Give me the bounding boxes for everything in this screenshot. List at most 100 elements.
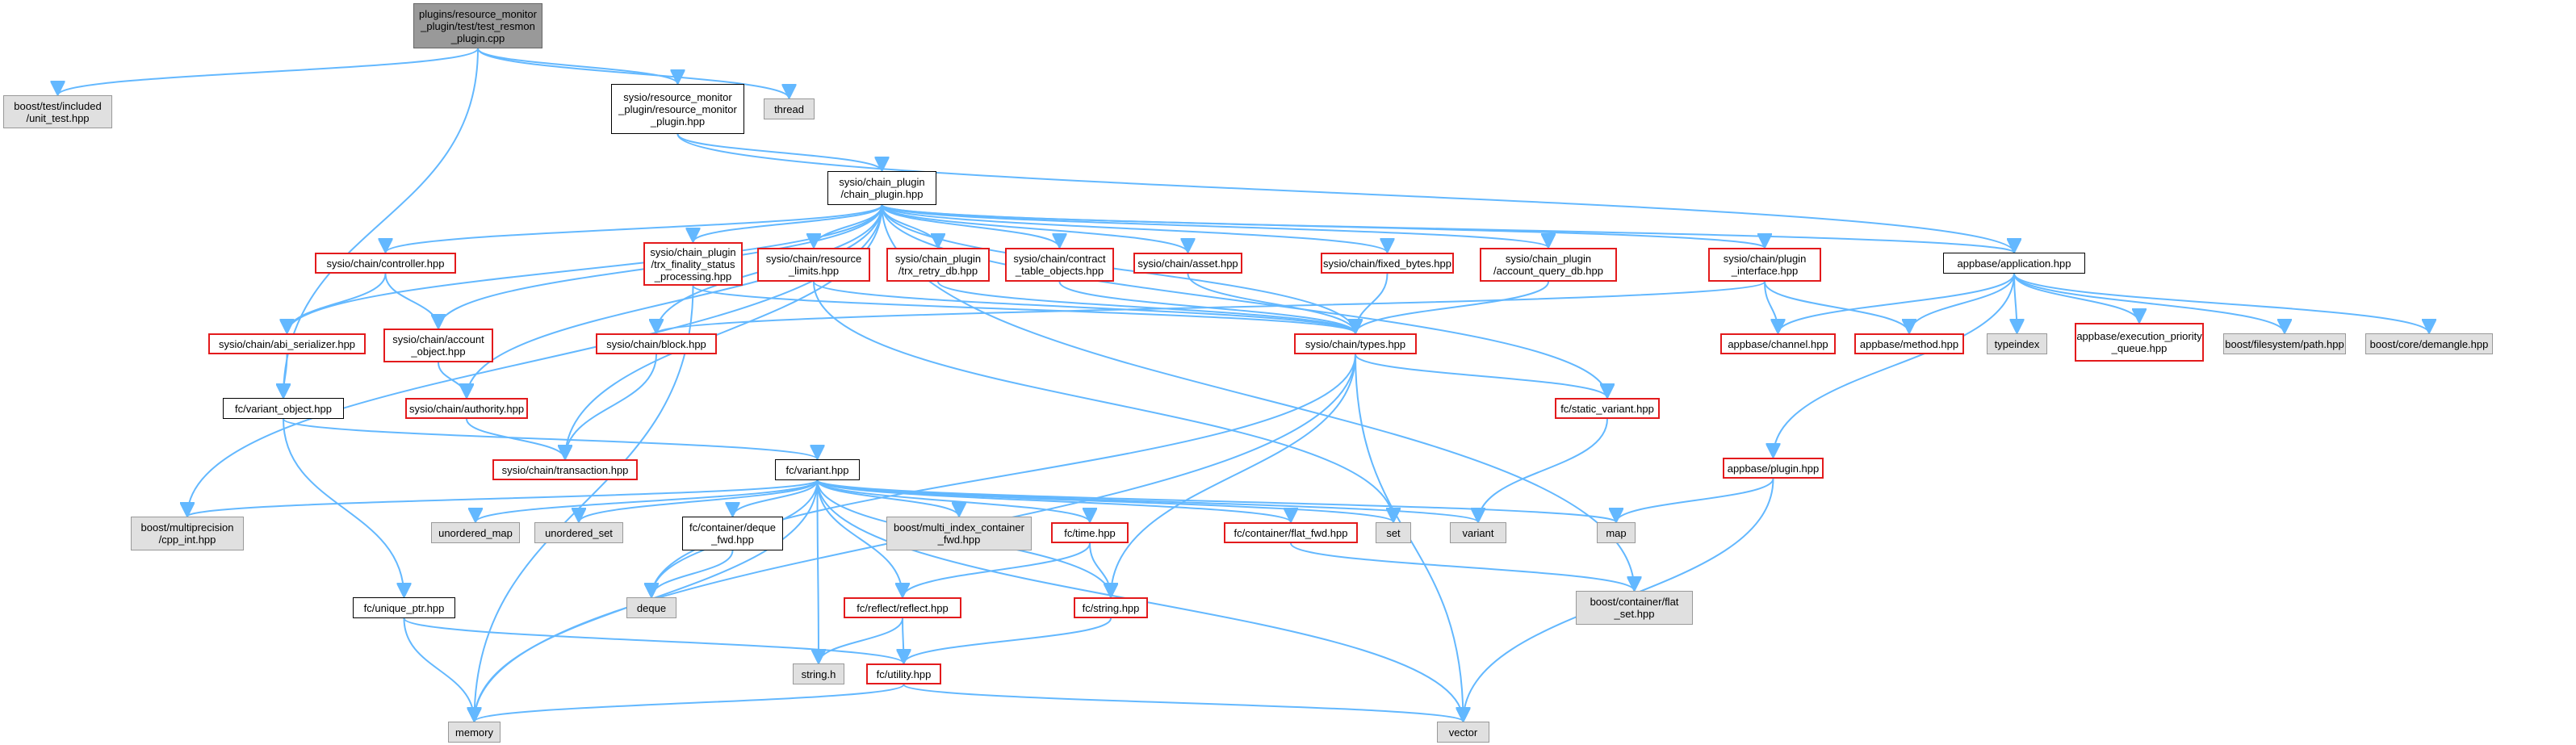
node-block[interactable]: sysio/chain/block.hpp	[596, 333, 717, 354]
node-abi-serializer[interactable]: sysio/chain/abi_serializer.hpp	[208, 333, 366, 354]
node-static-variant[interactable]: fc/static_variant.hpp	[1555, 398, 1660, 419]
node-unordered-set: unordered_set	[534, 522, 623, 543]
node-cpp-int: boost/multiprecision /cpp_int.hpp	[131, 517, 244, 550]
node-chain-plugin[interactable]: sysio/chain_plugin /chain_plugin.hpp	[827, 171, 936, 205]
edge-asset-to-types	[1187, 273, 1356, 334]
edge-trx-retry-to-types	[937, 281, 1355, 334]
edge-types-to-fc-string	[1111, 354, 1356, 597]
edge-application-to-method	[1909, 273, 2015, 334]
edge-chain-plugin-to-asset	[881, 204, 1188, 253]
edge-variant-to-mi-fwd	[816, 479, 960, 517]
node-mi-fwd: boost/multi_index_container _fwd.hpp	[886, 517, 1032, 550]
node-utility[interactable]: fc/utility.hpp	[866, 663, 941, 684]
node-transaction[interactable]: sysio/chain/transaction.hpp	[492, 459, 638, 480]
edge-chain-plugin-to-fixed-bytes	[881, 204, 1388, 253]
edge-fc-string-to-utility	[904, 617, 1112, 664]
edge-plugin-interface-to-block	[656, 281, 1766, 334]
node-asset[interactable]: sysio/chain/asset.hpp	[1133, 253, 1242, 274]
edge-resource-limits-to-set	[813, 281, 1393, 522]
node-controller[interactable]: sysio/chain/controller.hpp	[315, 253, 456, 274]
node-authority[interactable]: sysio/chain/authority.hpp	[405, 398, 528, 419]
edge-application-to-demangle	[2013, 273, 2429, 334]
edge-variant-to-reflect	[816, 479, 903, 597]
node-fc-time[interactable]: fc/time.hpp	[1051, 522, 1129, 543]
edge-chain-plugin-to-account-query	[881, 204, 1549, 249]
edge-unique-ptr-to-memory	[403, 617, 475, 722]
edge-resmon-to-chain-plugin	[676, 133, 882, 172]
edge-utility-to-memory	[475, 684, 905, 722]
node-exec-queue[interactable]: appbase/execution_priority _queue.hpp	[2075, 323, 2204, 362]
node-demangle: boost/core/demangle.hpp	[2365, 333, 2493, 354]
edge-resource-limits-to-types	[813, 281, 1355, 334]
node-appbase-plugin[interactable]: appbase/plugin.hpp	[1723, 458, 1824, 479]
node-resource-limits[interactable]: sysio/chain/resource _limits.hpp	[757, 248, 870, 282]
node-fc-string[interactable]: fc/string.hpp	[1074, 597, 1148, 618]
node-variant-std: variant	[1450, 522, 1506, 543]
edge-variant-to-deque-fwd	[733, 479, 819, 517]
node-flat-fwd[interactable]: fc/container/flat_fwd.hpp	[1224, 522, 1358, 543]
edge-fc-time-to-reflect	[903, 542, 1091, 598]
edge-chain-plugin-to-contract-table	[881, 204, 1060, 249]
edge-chain-plugin-to-application	[881, 204, 2015, 253]
edge-reflect-to-utility	[903, 617, 904, 663]
node-unique-ptr[interactable]: fc/unique_ptr.hpp	[353, 597, 455, 618]
edge-application-to-typeindex	[2014, 273, 2017, 333]
node-memory: memory	[448, 722, 501, 743]
node-trx-finality[interactable]: sysio/chain_plugin /trx_finality_status …	[643, 242, 743, 286]
node-channel[interactable]: appbase/channel.hpp	[1720, 333, 1836, 354]
node-vector: vector	[1437, 722, 1489, 743]
edge-appbase-plugin-to-map	[1616, 478, 1774, 523]
node-deque-fwd[interactable]: fc/container/deque _fwd.hpp	[682, 517, 783, 550]
node-unordered-map: unordered_map	[431, 522, 520, 543]
node-variant-object[interactable]: fc/variant_object.hpp	[223, 398, 344, 419]
edge-variant-to-string-h	[818, 479, 819, 663]
node-contract-table[interactable]: sysio/chain/contract _table_objects.hpp	[1005, 248, 1114, 282]
node-fs-path: boost/filesystem/path.hpp	[2223, 333, 2346, 354]
edge-chain-plugin-to-static-variant	[881, 204, 1608, 398]
edge-chain-plugin-to-abi-serializer	[287, 204, 883, 333]
node-account-object[interactable]: sysio/chain/account _object.hpp	[383, 329, 493, 362]
node-thread: thread	[764, 98, 815, 119]
edge-chain-plugin-to-trx-finality	[693, 204, 883, 243]
edge-resmon-to-application	[676, 133, 2015, 253]
edge-types-to-deque	[651, 354, 1356, 597]
node-method[interactable]: appbase/method.hpp	[1854, 333, 1964, 354]
edge-variant-to-cpp-int	[187, 479, 819, 517]
edge-utility-to-vector	[903, 684, 1464, 722]
edge-trx-finality-to-memory	[475, 285, 694, 722]
edge-variant-to-unordered-set	[579, 479, 819, 523]
edge-variant-to-map	[816, 479, 1617, 523]
node-resmon[interactable]: sysio/resource_monitor _plugin/resource_…	[611, 84, 744, 134]
edge-flat-fwd-to-flat-set	[1290, 542, 1635, 592]
node-fixed-bytes[interactable]: sysio/chain/fixed_bytes.hpp	[1321, 253, 1454, 274]
edge-plugin-interface-to-method	[1764, 281, 1909, 334]
node-typeindex: typeindex	[1987, 333, 2047, 354]
node-plugin-interface[interactable]: sysio/chain/plugin _interface.hpp	[1708, 248, 1821, 282]
edge-application-to-fs-path	[2013, 273, 2285, 334]
edge-root-to-resmon	[477, 48, 678, 85]
node-root: plugins/resource_monitor _plugin/test/te…	[413, 3, 542, 48]
edge-variant-object-to-unique-ptr	[283, 418, 404, 597]
node-map: map	[1597, 522, 1636, 543]
edge-plugin-interface-to-channel	[1764, 281, 1778, 333]
node-variant[interactable]: fc/variant.hpp	[775, 459, 860, 480]
edge-account-object-to-authority	[438, 362, 467, 399]
edge-unique-ptr-to-utility	[403, 617, 904, 664]
node-application[interactable]: appbase/application.hpp	[1943, 253, 2085, 274]
node-flat-set: boost/container/flat _set.hpp	[1576, 591, 1693, 625]
edge-block-to-transaction	[565, 354, 657, 459]
edge-root-to-thread	[477, 48, 790, 99]
edge-fc-time-to-fc-string	[1089, 542, 1111, 597]
edge-chain-plugin-to-controller	[386, 204, 883, 253]
edge-root-to-unit-test	[58, 48, 479, 96]
node-trx-retry[interactable]: sysio/chain_plugin /trx_retry_db.hpp	[886, 248, 990, 282]
node-types[interactable]: sysio/chain/types.hpp	[1294, 333, 1417, 354]
edge-application-to-channel	[1778, 273, 2015, 334]
node-reflect[interactable]: fc/reflect/reflect.hpp	[844, 597, 961, 618]
edge-variant-to-fc-time	[816, 479, 1091, 523]
node-deque: deque	[626, 597, 676, 618]
edge-static-variant-to-variant-std	[1478, 418, 1608, 522]
node-account-query[interactable]: sysio/chain_plugin /account_query_db.hpp	[1480, 248, 1617, 282]
